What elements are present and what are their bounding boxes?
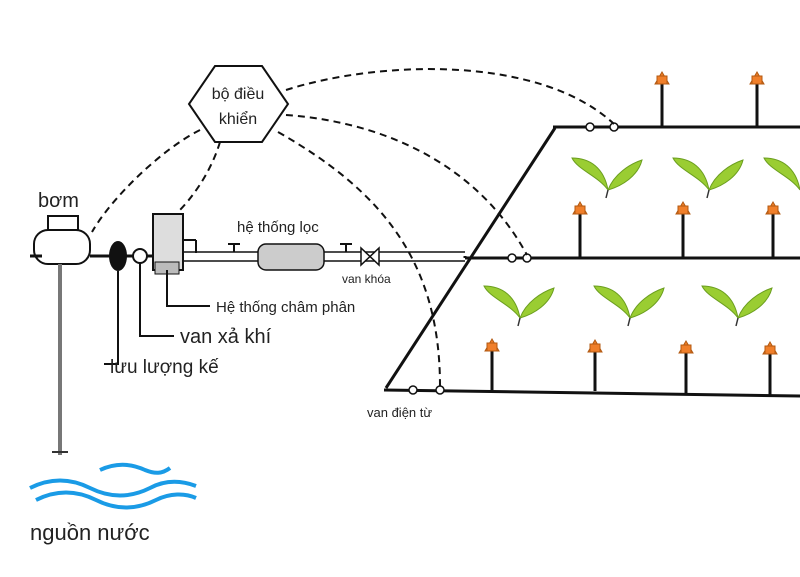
control-signal-lines xyxy=(91,68,615,387)
controller: bộ điều khiển xyxy=(187,65,290,143)
solenoid-valve-2 xyxy=(435,385,445,395)
air-release-valve-label: van xả khí xyxy=(180,326,272,348)
fertigation-label: Hệ thống châm phân xyxy=(216,299,355,316)
lateral-valve-top-2 xyxy=(609,122,619,132)
emitter xyxy=(749,71,765,127)
solenoid-valve-1 xyxy=(408,385,418,395)
emitter xyxy=(572,201,588,258)
lock-valve-label: van khóa xyxy=(342,272,391,286)
signal-to-fertigation xyxy=(177,141,221,213)
plant-icon xyxy=(763,157,800,191)
plant-icon xyxy=(593,285,665,327)
controller-label-line2: khiển xyxy=(219,110,257,128)
signal-to-top-valve xyxy=(285,68,615,125)
lateral-valve-mid-1 xyxy=(507,253,517,263)
flow-meter-label: lưu lượng kế xyxy=(110,357,219,378)
lateral-valve-mid-2 xyxy=(522,253,532,263)
pump-label: bơm xyxy=(38,190,79,212)
signal-to-pump xyxy=(91,129,201,233)
emitter xyxy=(484,338,500,390)
emitter xyxy=(762,341,778,395)
plant-icon xyxy=(571,157,643,199)
water-source-label: nguồn nước xyxy=(30,520,150,545)
plant-icon xyxy=(672,157,744,199)
lock-valve-icon xyxy=(360,246,380,267)
pump-icon xyxy=(30,215,91,455)
plant-icon xyxy=(483,285,555,327)
water-waves-icon xyxy=(29,462,197,510)
emitter xyxy=(587,339,603,391)
leader-lines xyxy=(104,263,210,365)
signal-to-middle-valve xyxy=(285,114,528,256)
fertigation-system-icon xyxy=(152,213,197,275)
flow-meter-icon xyxy=(109,241,127,271)
signal-to-solenoid-valve xyxy=(277,131,441,387)
controller-label-line1: bộ điều xyxy=(212,86,265,103)
lateral-valves xyxy=(408,122,619,395)
plants xyxy=(483,157,800,327)
emitter xyxy=(654,71,670,127)
lateral-valve-top-1 xyxy=(585,122,595,132)
emitter xyxy=(765,201,781,258)
filter-system-icon xyxy=(228,243,352,271)
emitter xyxy=(675,201,691,258)
lateral-line-bottom xyxy=(383,388,800,398)
controller-hexagon xyxy=(187,65,290,143)
solenoid-valve-label: van điện từ xyxy=(367,405,432,420)
air-release-valve-icon xyxy=(132,248,148,264)
emitters xyxy=(484,71,781,395)
filter-system-label: hệ thống lọc xyxy=(237,219,319,236)
plant-icon xyxy=(701,285,773,327)
emitter xyxy=(678,340,694,393)
